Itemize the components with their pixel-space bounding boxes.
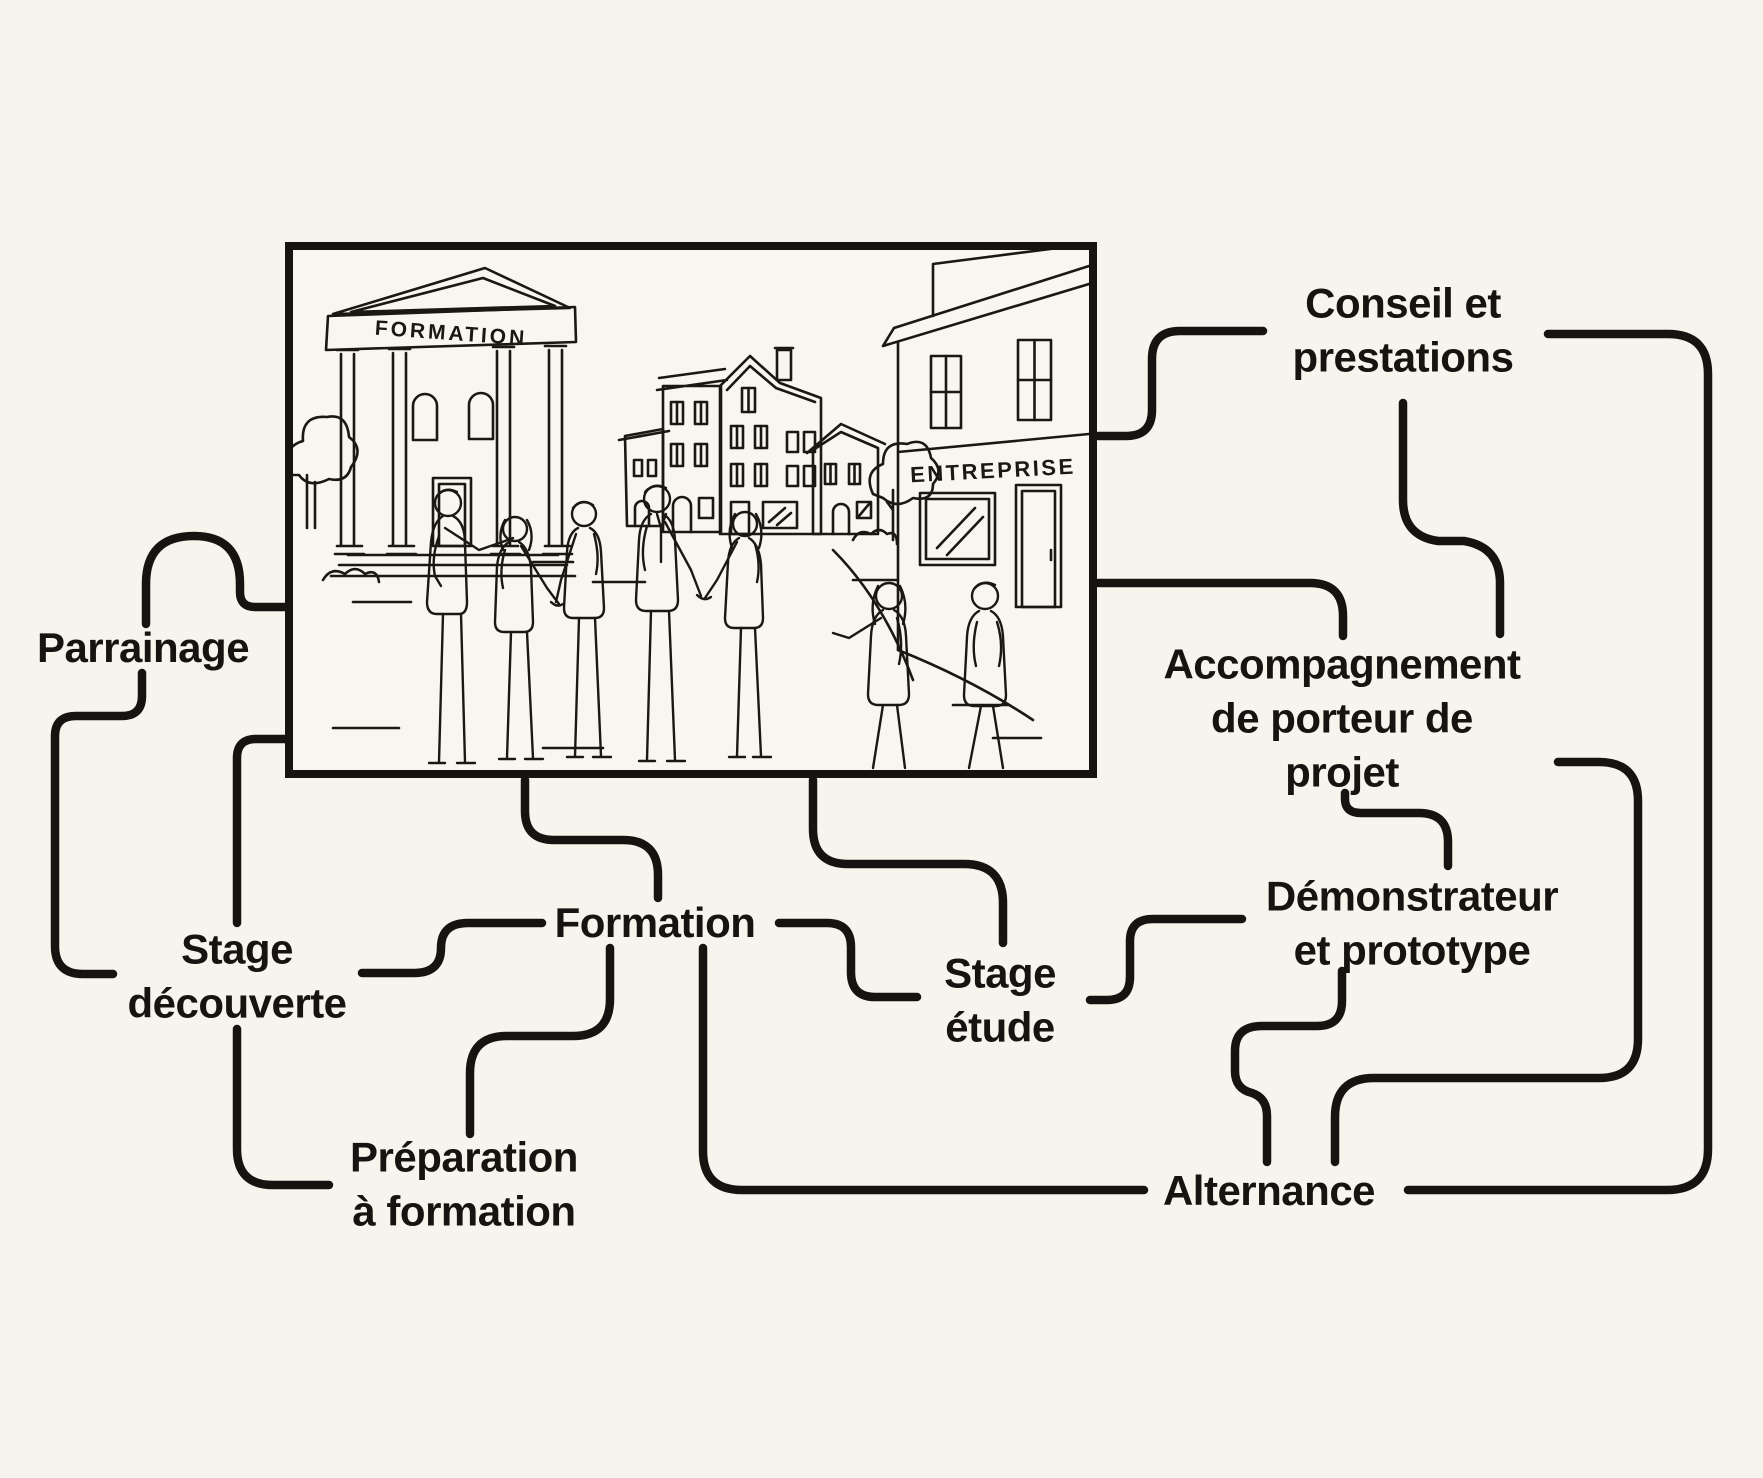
edge-illustration-stage-decouverte (232, 734, 293, 928)
edge-conseil-accompagnement (1398, 398, 1505, 639)
node-accompagnement-line1: Accompagnement (1163, 640, 1521, 688)
node-stage-decouverte-line1: Stage (181, 925, 293, 973)
node-demonstrateur-line2: et prototype (1293, 926, 1531, 973)
node-alternance-label: Alternance (1162, 1167, 1376, 1215)
edge-illustration-parrainage (141, 531, 293, 629)
edge-formation-alternance (698, 943, 1149, 1195)
edge-accompagnement-demonstrateur (1340, 788, 1453, 871)
node-formation-label: Formation (554, 899, 756, 947)
edge-stage-etude-demonstrateur (1085, 914, 1247, 1005)
node-demonstrateur-line1: Démonstrateur (1265, 872, 1559, 920)
illustration-frame: FORMATION ENTREPRISE (285, 242, 1097, 778)
node-stage-etude-line2: étude (945, 1003, 1055, 1050)
edge-demonstrateur-alternance (1230, 966, 1347, 1167)
node-formation: Formation (555, 896, 756, 950)
node-preparation-line2: à formation (352, 1187, 576, 1234)
node-stage-decouverte-line2: découverte (127, 979, 347, 1026)
edge-illustration-stage-etude (808, 775, 1008, 948)
node-demonstrateur-et-prototype: Démonstrateur et prototype (1265, 869, 1559, 977)
edge-accompagnement-alternance (1330, 757, 1643, 1167)
edge-stage-decouverte-preparation (232, 1024, 334, 1190)
node-alternance: Alternance (1162, 1164, 1376, 1218)
node-accompagnement-line2: de porteur de (1211, 694, 1473, 742)
edge-conseil-alternance (1403, 329, 1713, 1195)
edge-illustration-accompagnement (1093, 578, 1348, 641)
edge-formation-stage-etude (774, 918, 922, 1002)
node-conseil-et-prestations: Conseil et prestations (1293, 276, 1514, 384)
node-conseil-line2: prestations (1292, 333, 1514, 380)
edge-illustration-formation (520, 775, 663, 903)
node-parrainage-label: Parrainage (36, 624, 250, 672)
edge-formation-preparation (465, 943, 615, 1139)
node-parrainage: Parrainage (36, 621, 250, 675)
node-stage-decouverte: Stage découverte (127, 922, 347, 1030)
edge-illustration-conseil (1093, 326, 1268, 441)
edge-parrainage-stage-decouverte (50, 668, 147, 979)
illustration-scene: FORMATION ENTREPRISE (293, 250, 1089, 770)
node-accompagnement-line3: projet (1285, 747, 1399, 795)
node-stage-etude-line1: Stage (944, 949, 1056, 997)
node-accompagnement-porteur-projet: Accompagnement de porteur de projet (1163, 637, 1521, 798)
entreprise-sign: ENTREPRISE (910, 454, 1077, 488)
node-stage-etude: Stage étude (944, 946, 1056, 1054)
edge-stage-decouverte-formation (357, 918, 547, 978)
node-preparation-a-formation: Préparation à formation (350, 1130, 578, 1238)
node-preparation-line1: Préparation (350, 1133, 578, 1181)
node-conseil-line1: Conseil et (1305, 279, 1501, 327)
